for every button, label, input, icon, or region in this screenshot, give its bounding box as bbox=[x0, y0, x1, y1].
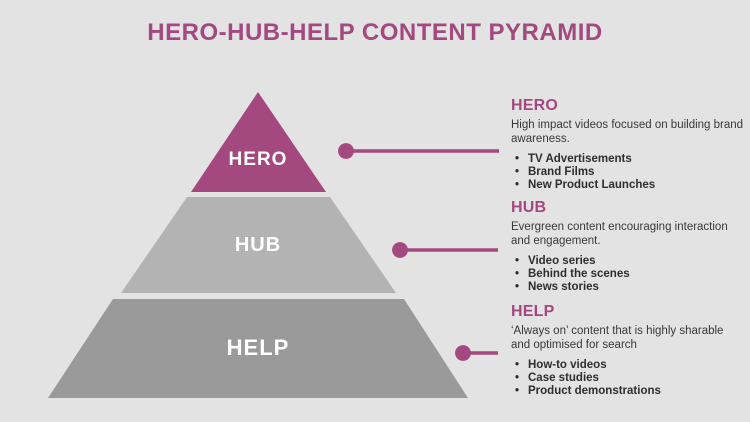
hero-section: HERO High impact videos focused on build… bbox=[511, 97, 745, 191]
pyramid-label-hub: HUB bbox=[235, 234, 281, 256]
hero-section-description: High impact videos focused on building b… bbox=[511, 119, 744, 145]
list-item: Behind the scenes bbox=[511, 268, 745, 281]
pyramid-level-help bbox=[48, 299, 468, 398]
hub-connector-dot bbox=[392, 242, 408, 258]
help-bullet-list: How-to videos Case studies Product demon… bbox=[511, 359, 745, 397]
list-item: News stories bbox=[511, 281, 745, 294]
help-section-heading: HELP bbox=[511, 303, 555, 320]
list-item: How-to videos bbox=[511, 359, 745, 372]
help-connector-dot bbox=[455, 345, 471, 361]
hub-section: HUB Evergreen content encouraging intera… bbox=[511, 199, 745, 293]
list-item: Video series bbox=[511, 255, 745, 268]
hero-bullet-list: TV Advertisements Brand Films New Produc… bbox=[511, 153, 745, 191]
list-item: Product demonstrations bbox=[511, 385, 745, 398]
list-item: New Product Launches bbox=[511, 179, 745, 192]
list-item: Brand Films bbox=[511, 166, 745, 179]
list-item: TV Advertisements bbox=[511, 153, 745, 166]
pyramid-label-hero: HERO bbox=[229, 149, 288, 170]
hub-section-description: Evergreen content encouraging interactio… bbox=[511, 221, 728, 247]
list-item: Case studies bbox=[511, 372, 745, 385]
hero-section-heading: HERO bbox=[511, 97, 559, 114]
pyramid-label-help: HELP bbox=[227, 335, 290, 360]
help-section-description: ‘Always on’ content that is highly shara… bbox=[511, 325, 724, 351]
pyramid-level-hero bbox=[191, 92, 326, 192]
hero-connector-dot bbox=[338, 143, 354, 159]
help-section: HELP ‘Always on’ content that is highly … bbox=[511, 303, 745, 397]
hub-bullet-list: Video series Behind the scenes News stor… bbox=[511, 255, 745, 293]
page-title: HERO-HUB-HELP CONTENT PYRAMID bbox=[147, 19, 603, 46]
hub-section-heading: HUB bbox=[511, 199, 547, 216]
pyramid-level-hub bbox=[121, 197, 396, 293]
